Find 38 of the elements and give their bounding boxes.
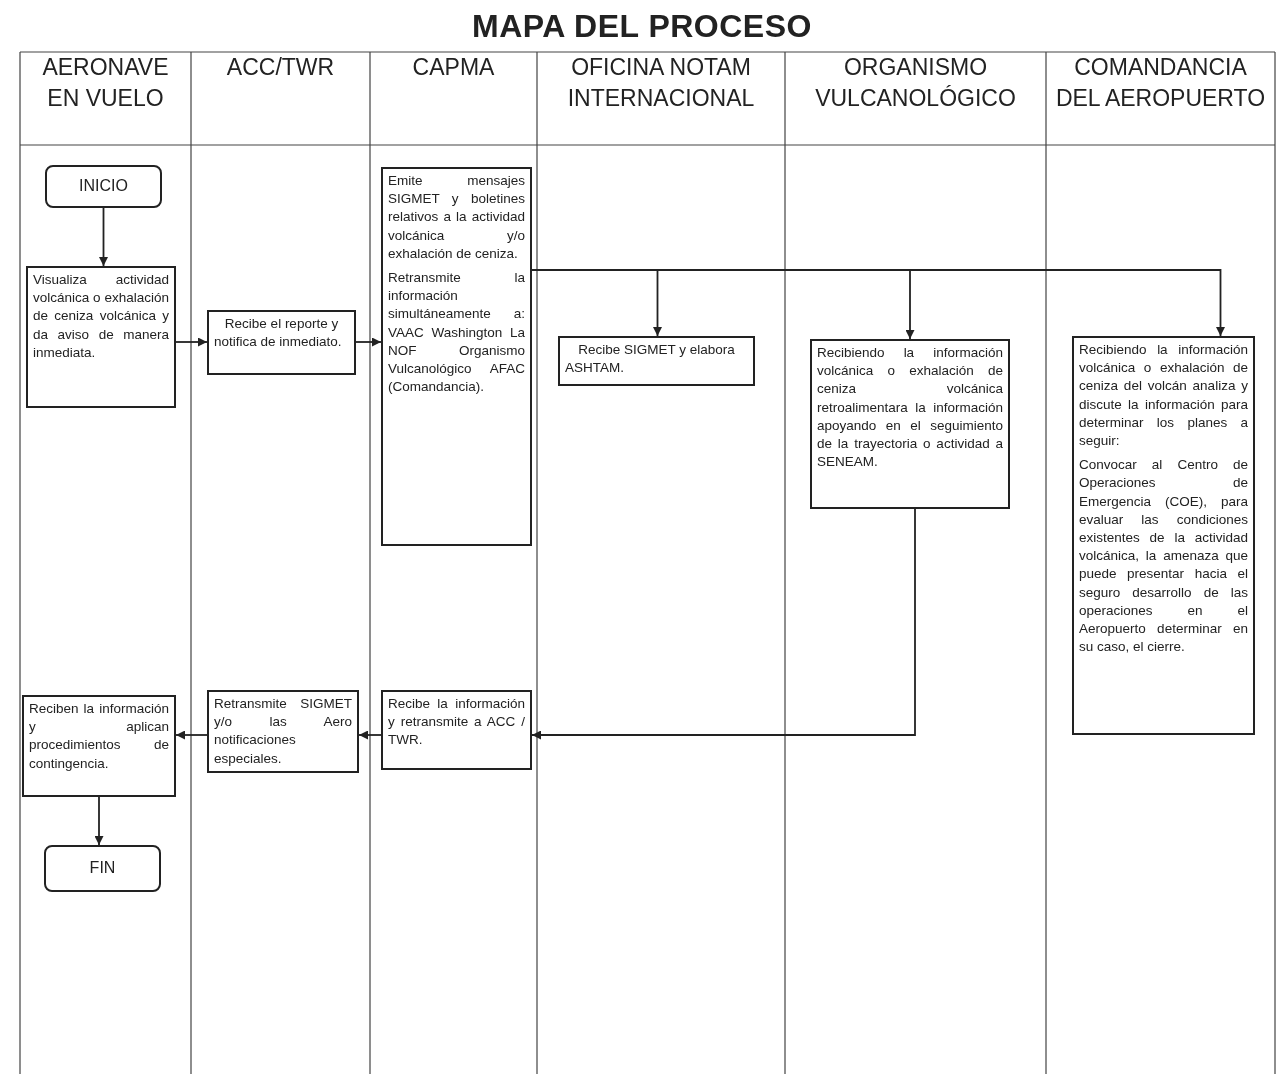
process-box — [26, 266, 176, 408]
process-box — [22, 695, 176, 797]
step-text: Emite mensajes SIGMET y boletines relativos a la actividad volcánica y/o exhalación de ceniza. — [388, 172, 525, 263]
terminator-label: FIN — [89, 859, 116, 878]
arrow — [531, 508, 916, 740]
lane-header: ORGANISMO VULCANOLÓGICO — [814, 53, 1017, 113]
terminator-box — [44, 845, 161, 892]
arrow — [355, 337, 382, 347]
step-text: Retransmite la información simultáneamente a: VAAC Washington La NOF Organismo Vulcanológico AFAC (Comandancia). — [388, 269, 525, 397]
step-text: Visualiza actividad volcánica o exhalación de ceniza volcánica y da aviso de manera inmediata. — [33, 271, 169, 362]
lane-header: COMANDANCIA DEL AEROPUERTO — [1054, 53, 1267, 113]
arrow — [175, 730, 208, 740]
process-box — [207, 310, 356, 375]
step-text: Recibe el reporte y notifica de inmediato. — [214, 315, 343, 352]
lane-header: CAPMA — [412, 53, 495, 82]
step-text: Recibe SIGMET y elabora ASHTAM. — [565, 341, 736, 378]
step-text: Recibiendo la información volcánica o exhalación de ceniza volcánica retroalimentara la información apoyando en el seguimiento de la trayectoria o actividad a SENEAM. — [817, 344, 1003, 472]
process-box — [558, 336, 755, 386]
lane-header: OFICINA NOTAM INTERNACIONAL — [566, 53, 756, 113]
lane-header: ACC/TWR — [226, 53, 335, 82]
process-box — [381, 167, 532, 546]
step-text: Recibe la información y retransmite a ACC / TWR. — [388, 695, 525, 750]
step-text: Recibiendo la información volcánica o exhalación de ceniza del volcán analiza y discute la información para determinar los planes a seguir: — [1079, 341, 1248, 450]
arrow — [99, 207, 108, 267]
process-box — [1072, 336, 1255, 735]
diagram-title: MAPA DEL PROCESO — [471, 8, 813, 45]
terminator-box — [45, 165, 162, 208]
step-text: Convocar al Centro de Operaciones de Emergencia (COE), para evaluar las condiciones existentes de la actividad volcánica, la amenaza que puede presentar hacia el seguro desarrollo de las operaciones en el Aeropuerto determinar en su caso, el cierre. — [1079, 456, 1248, 657]
process-box — [810, 339, 1010, 509]
arrow — [175, 337, 208, 347]
arrow — [358, 730, 382, 740]
arrow — [94, 796, 104, 846]
process-box — [381, 690, 532, 770]
step-text: Reciben la información y aplican procedimientos de contingencia. — [29, 700, 169, 773]
process-box — [207, 690, 359, 773]
terminator-label: INICIO — [79, 177, 128, 196]
step-text: Retransmite SIGMET y/o las Aero notificaciones especiales. — [214, 695, 352, 768]
lane-header: AERONAVE EN VUELO — [41, 53, 170, 113]
